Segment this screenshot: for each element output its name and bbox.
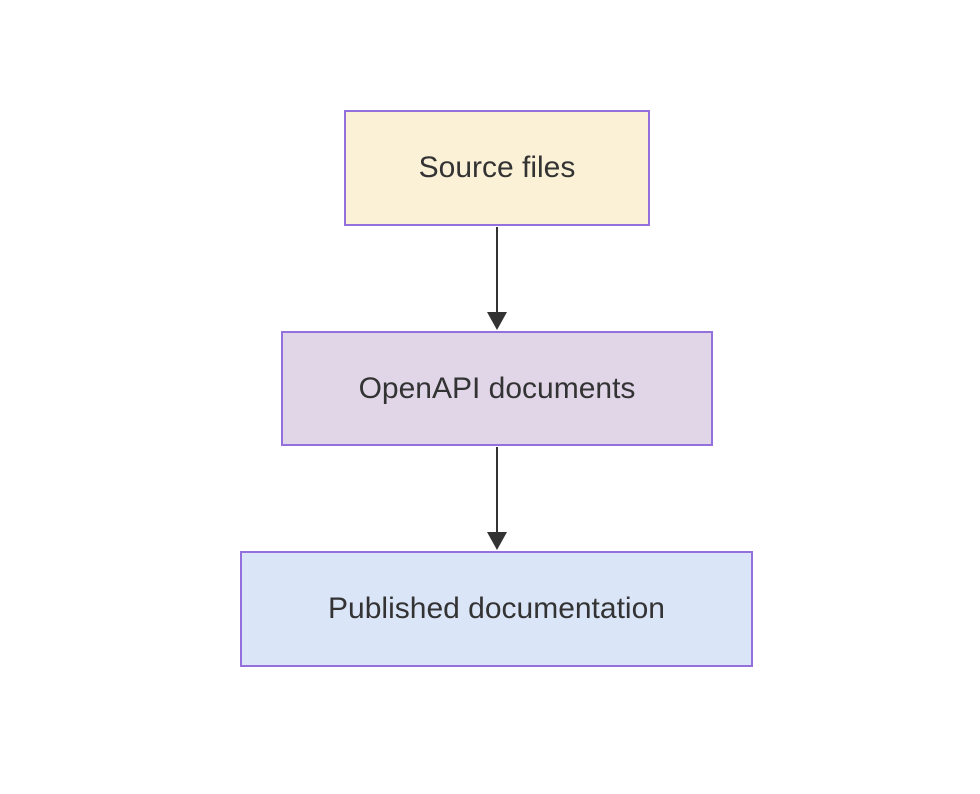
edge-source-to-openapi	[487, 227, 507, 330]
arrowhead-down-icon	[487, 532, 507, 550]
node-published-documentation-label: Published documentation	[328, 592, 665, 625]
node-openapi-documents: OpenAPI documents	[281, 331, 713, 446]
arrowhead-down-icon	[487, 312, 507, 330]
node-openapi-documents-label: OpenAPI documents	[358, 371, 636, 405]
node-source-files-label: Source files	[418, 151, 576, 184]
edge-openapi-to-published	[487, 447, 507, 550]
node-source-files: Source files	[344, 110, 650, 226]
node-published-documentation: Published documentation	[240, 551, 753, 667]
